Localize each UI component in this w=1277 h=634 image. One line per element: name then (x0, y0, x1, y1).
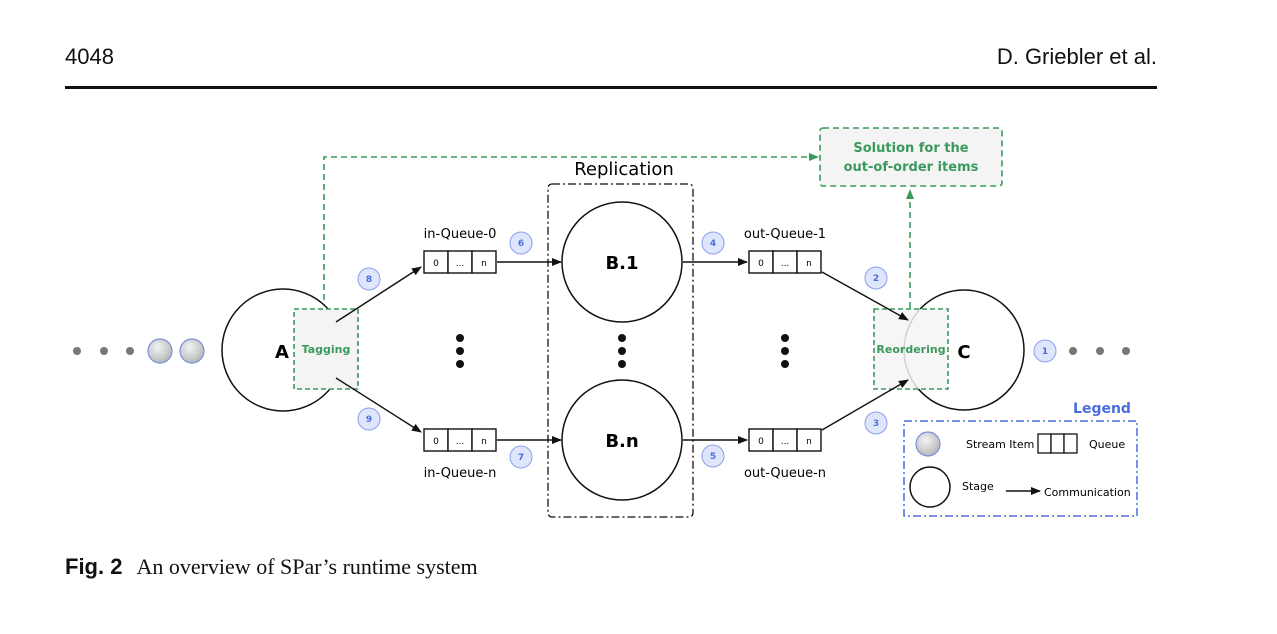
stage-a: A Tagging (221, 288, 359, 412)
out-queue-n: 0 ... n out-Queue-n (744, 428, 826, 481)
in-queue-n: 0 ... n in-Queue-n (423, 428, 497, 481)
svg-text:n: n (806, 259, 812, 269)
svg-text:1: 1 (1042, 347, 1048, 357)
figure-caption: Fig. 2 An overview of SPar’s runtime syst… (65, 554, 478, 580)
ellipsis-dots (456, 334, 789, 368)
stage-b1: B.1 (561, 201, 683, 323)
figure-label: Fig. 2 (65, 554, 123, 579)
outgoing-stream (1069, 347, 1130, 355)
reordering-label: Reordering (876, 343, 945, 356)
svg-text:0: 0 (758, 437, 764, 447)
svg-text:7: 7 (518, 453, 524, 463)
replication-label: Replication (574, 159, 674, 180)
legend-stream-item-icon (915, 431, 941, 457)
stage-a-label: A (275, 342, 289, 363)
out-queue-1-label: out-Queue-1 (744, 227, 826, 242)
in-queue-0: in-Queue-0 0 ... n (423, 227, 497, 274)
step-badge-5: 5 (701, 444, 725, 468)
communication-arrows (335, 258, 909, 444)
legend-stage-icon (909, 466, 951, 508)
legend-queue-icon (1037, 433, 1078, 454)
out-queue-n-label: out-Queue-n (744, 466, 826, 481)
svg-text:...: ... (456, 437, 465, 447)
step-badge-7: 7 (509, 445, 533, 469)
stream-item (179, 338, 205, 364)
svg-text:n: n (481, 437, 487, 447)
running-head-authors: D. Griebler et al. (996, 44, 1157, 69)
solution-line-2: out-of-order items (844, 160, 979, 175)
svg-text:6: 6 (518, 239, 524, 249)
step-badges: 8 9 6 7 4 5 2 3 1 (357, 231, 1057, 469)
svg-text:0: 0 (433, 259, 439, 269)
step-badge-2: 2 (864, 266, 888, 290)
legend-queue-label: Queue (1089, 438, 1125, 451)
svg-text:0: 0 (758, 259, 764, 269)
stage-c: Reordering C (873, 289, 1025, 411)
out-queue-1: out-Queue-1 0 ... n (744, 227, 826, 274)
stage-c-label: C (957, 342, 970, 363)
in-queue-n-label: in-Queue-n (424, 466, 497, 481)
svg-text:2: 2 (873, 274, 879, 284)
legend-communication-label: Communication (1044, 486, 1131, 499)
page-number: 4048 (65, 44, 114, 69)
header-rule (65, 86, 1157, 89)
tagging-label: Tagging (302, 343, 351, 356)
step-badge-8: 8 (357, 267, 381, 291)
stage-bn: B.n (561, 379, 683, 501)
legend-title: Legend (1073, 401, 1131, 417)
svg-text:...: ... (781, 437, 790, 447)
solution-box: Solution for the out-of-order items (819, 127, 1003, 187)
step-badge-9: 9 (357, 407, 381, 431)
svg-text:3: 3 (873, 419, 879, 429)
step-badge-6: 6 (509, 231, 533, 255)
feedback-path (323, 153, 914, 310)
svg-text:...: ... (456, 259, 465, 269)
svg-text:5: 5 (710, 452, 716, 462)
svg-text:8: 8 (366, 275, 372, 285)
svg-text:9: 9 (366, 415, 372, 425)
svg-text:4: 4 (710, 239, 716, 249)
svg-text:...: ... (781, 259, 790, 269)
step-badge-3: 3 (864, 411, 888, 435)
step-badge-1: 1 (1033, 339, 1057, 363)
svg-text:n: n (806, 437, 812, 447)
solution-line-1: Solution for the (853, 141, 968, 156)
stage-bn-label: B.n (605, 431, 638, 452)
legend-stream-item-label: Stream Item (966, 438, 1034, 451)
stream-item (147, 338, 173, 364)
caption-text: An overview of SPar’s runtime system (136, 554, 478, 579)
replication-box: Replication (547, 159, 694, 518)
step-badge-4: 4 (701, 231, 725, 255)
svg-text:n: n (481, 259, 487, 269)
in-queue-0-label: in-Queue-0 (424, 227, 497, 242)
legend-stage-label: Stage (962, 480, 994, 493)
incoming-stream (73, 338, 205, 364)
svg-text:0: 0 (433, 437, 439, 447)
stage-b1-label: B.1 (605, 253, 638, 274)
legend: Legend Stream Item Queue Stage Communica… (903, 401, 1138, 517)
